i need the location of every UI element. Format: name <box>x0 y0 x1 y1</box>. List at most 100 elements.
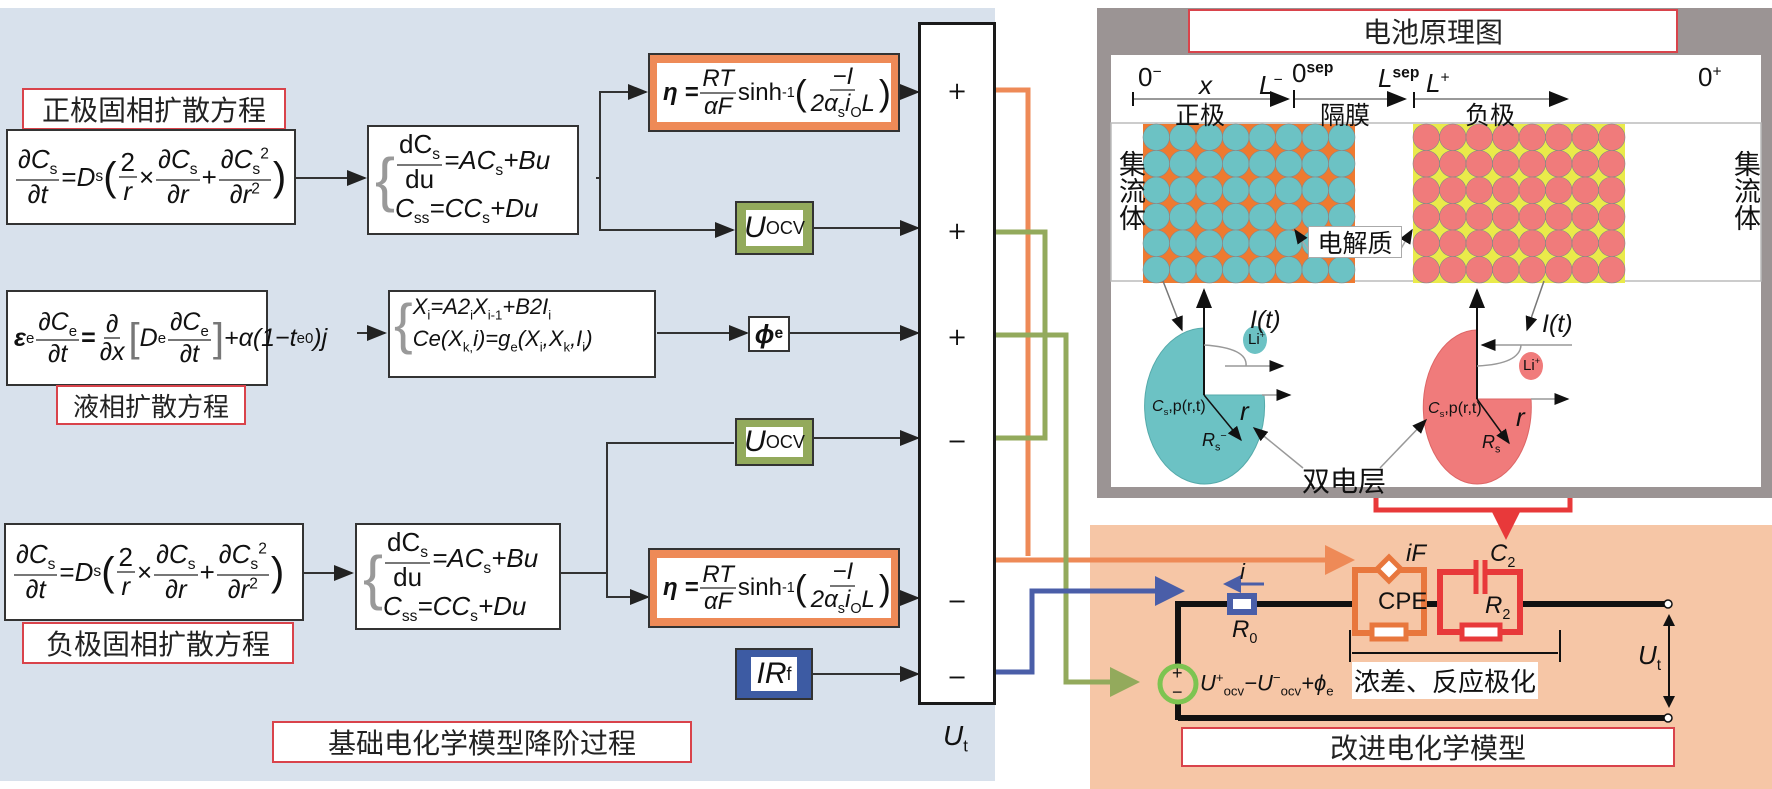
active-particle <box>1598 123 1626 151</box>
radius-right: r <box>1516 402 1525 432</box>
active-particle <box>1222 229 1250 257</box>
concentration-right: Cs,p(r,t) <box>1428 400 1482 421</box>
active-particle <box>1275 123 1303 151</box>
active-particle <box>1412 176 1440 204</box>
active-particle <box>1598 150 1626 178</box>
sign-plus: + <box>946 217 968 245</box>
active-particle <box>1518 150 1546 178</box>
active-particle <box>1248 150 1276 178</box>
active-particle <box>1142 256 1170 284</box>
active-particle <box>1571 176 1599 204</box>
sign-minus: − <box>946 587 968 615</box>
active-particle <box>1195 150 1223 178</box>
active-particle <box>1222 256 1250 284</box>
active-particle <box>1465 150 1493 178</box>
double-layer-label: 双电层 <box>1302 465 1387 498</box>
axis-label-l-minus: L− <box>1259 70 1283 100</box>
connector <box>560 442 734 574</box>
current-label-right: I(t) <box>1542 310 1573 338</box>
active-particle <box>1195 256 1223 284</box>
active-particle <box>1571 123 1599 151</box>
sign-plus: + <box>946 323 968 351</box>
terminal-voltage-label: Ut <box>1638 640 1662 675</box>
active-particle <box>1275 150 1303 178</box>
electrolyte-label: 电解质 <box>1308 226 1402 258</box>
active-particle <box>1195 229 1223 257</box>
active-particle <box>1169 176 1197 204</box>
active-particle <box>1439 256 1467 284</box>
active-particle <box>1301 176 1329 204</box>
active-particle <box>1571 203 1599 231</box>
active-particle <box>1571 150 1599 178</box>
active-particle <box>1301 150 1329 178</box>
r2-label: R2 <box>1485 592 1511 623</box>
cpe-resistor <box>1369 622 1409 642</box>
active-particle <box>1169 150 1197 178</box>
summation-block: + + + − − − <box>918 22 996 705</box>
r0-resistor <box>1227 593 1257 615</box>
active-particle <box>1492 229 1520 257</box>
active-particle <box>1142 150 1170 178</box>
active-particle <box>1142 123 1170 151</box>
active-particle <box>1439 123 1467 151</box>
polarization-label: 浓差、反应极化 <box>1352 662 1539 699</box>
li-ion-left: Li+ <box>1248 330 1265 348</box>
double-layer-bracket <box>1373 498 1573 513</box>
if-label: iF <box>1406 540 1426 567</box>
r0-label: R0 <box>1232 616 1258 647</box>
li-ion-right: Li+ <box>1523 356 1540 374</box>
active-particle <box>1598 256 1626 284</box>
active-particle <box>1439 229 1467 257</box>
active-particle <box>1492 203 1520 231</box>
source-plus-sign: + <box>1172 663 1183 683</box>
active-particle <box>1222 203 1250 231</box>
active-particle <box>1439 150 1467 178</box>
active-particle <box>1439 176 1467 204</box>
active-particle <box>1301 256 1329 284</box>
particle-radius-left: Rs− <box>1202 430 1227 454</box>
sign-minus: − <box>946 663 968 691</box>
cpe-label: CPE <box>1378 588 1428 615</box>
liquid-label: 液相扩散方程 <box>56 385 246 425</box>
active-particle <box>1545 203 1573 231</box>
connector <box>596 84 648 179</box>
region-negative: 负极 <box>1465 101 1516 130</box>
active-particle <box>1598 229 1626 257</box>
active-particle <box>1518 203 1546 231</box>
active-particle <box>1465 229 1493 257</box>
active-particle <box>1275 203 1303 231</box>
active-particle <box>1518 256 1546 284</box>
active-particle <box>1248 256 1276 284</box>
terminal-top <box>1663 599 1673 609</box>
active-particle <box>1195 203 1223 231</box>
active-particle <box>1142 229 1170 257</box>
active-particle <box>1492 150 1520 178</box>
active-particle <box>1545 229 1573 257</box>
active-particle <box>1545 123 1573 151</box>
active-particle <box>1571 229 1599 257</box>
axis-label-l-sep: Lsep <box>1378 63 1420 93</box>
active-particle <box>1275 176 1303 204</box>
reduced-order-title: 基础电化学模型降阶过程 <box>272 721 692 763</box>
source-expression: U+ocv−U−ocv+ϕe <box>1200 670 1334 699</box>
connector <box>606 573 650 605</box>
summer-output-label: Ut <box>943 720 968 756</box>
active-particle <box>1545 150 1573 178</box>
active-particle <box>1169 256 1197 284</box>
current-label-left: I(t) <box>1250 306 1281 334</box>
battery-schematic-title: 电池原理图 <box>1188 9 1678 53</box>
active-particle <box>1275 256 1303 284</box>
axis-label-0-plus: 0+ <box>1698 62 1722 92</box>
negative-electrode-particles <box>1412 123 1626 284</box>
active-particle <box>1545 256 1573 284</box>
active-particle <box>1142 176 1170 204</box>
active-particle <box>1248 123 1276 151</box>
active-particle <box>1142 203 1170 231</box>
